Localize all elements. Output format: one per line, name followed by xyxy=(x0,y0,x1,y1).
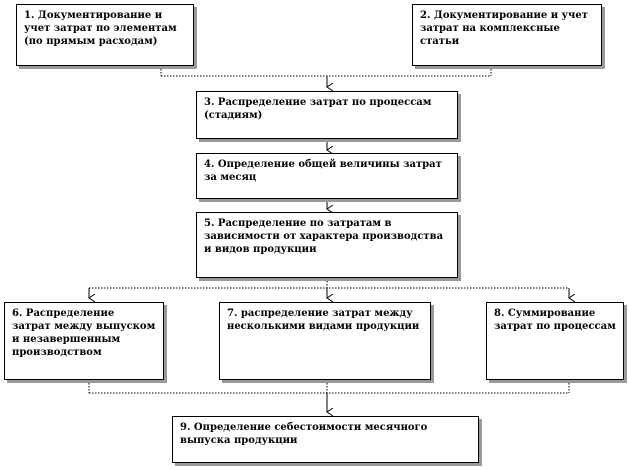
step-4-box: 4. Определение общей величины затрат за … xyxy=(196,153,458,199)
step-6-box: 6. Распределение затрат между выпуском и… xyxy=(4,302,164,380)
step-9-label: 9. Определение себестоимости месячного в… xyxy=(180,422,428,446)
step-2-label: 2. Документирование и учет затрат на ком… xyxy=(420,10,588,47)
step-2-box: 2. Документирование и учет затрат на ком… xyxy=(412,4,602,66)
step-7-box: 7. распределение затрат между нескольким… xyxy=(219,302,431,380)
step-1-label: 1. Документирование и учет затрат по эле… xyxy=(24,10,177,47)
step-6-label: 6. Распределение затрат между выпуском и… xyxy=(12,308,156,358)
step-8-label: 8. Суммирование затрат по процессам xyxy=(494,308,616,332)
step-3-box: 3. Распределение затрат по процессам (ст… xyxy=(196,91,458,139)
step-5-label: 5. Распределение по затратам в зависимос… xyxy=(204,218,444,255)
step-4-label: 4. Определение общей величины затрат за … xyxy=(204,159,442,183)
step-7-label: 7. распределение затрат между нескольким… xyxy=(227,308,420,332)
step-3-label: 3. Распределение затрат по процессам (ст… xyxy=(204,97,432,121)
step-8-box: 8. Суммирование затрат по процессам xyxy=(486,302,624,380)
step-9-box: 9. Определение себестоимости месячного в… xyxy=(172,416,479,463)
step-5-box: 5. Распределение по затратам в зависимос… xyxy=(196,212,458,278)
step-1-box: 1. Документирование и учет затрат по эле… xyxy=(16,4,194,66)
